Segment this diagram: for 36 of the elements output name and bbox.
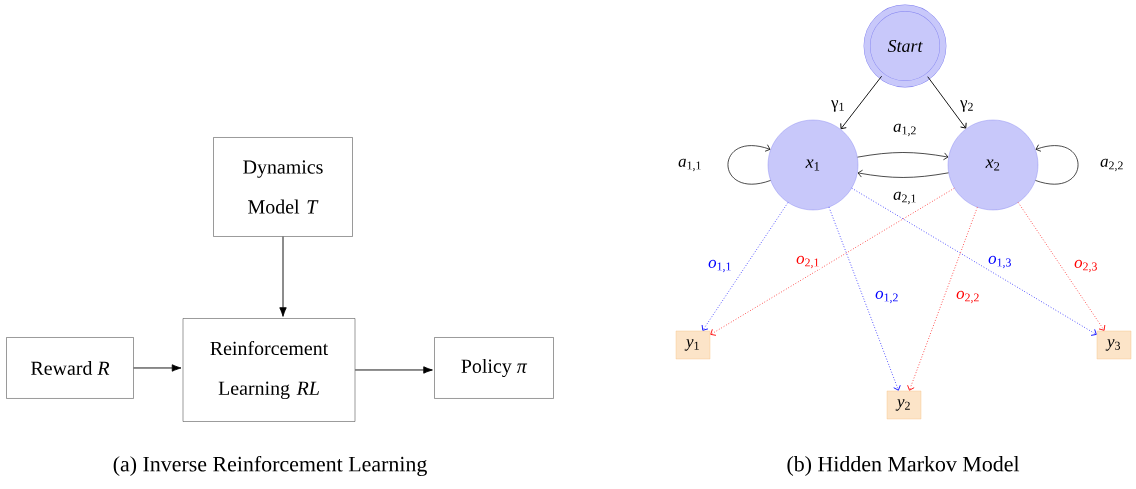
process-box: Policy π — [434, 337, 554, 399]
arrow — [279, 236, 287, 317]
edge-label: o$_{2,1}$ — [795, 254, 821, 270]
edge-label: a$_{2,1}$ — [892, 190, 918, 206]
arrow — [828, 206, 901, 391]
edge-label: a$_{1,2}$ — [892, 122, 918, 138]
arrow — [354, 366, 433, 374]
arrow — [701, 202, 789, 331]
arrow — [840, 75, 883, 130]
process-box: Reward R — [6, 337, 134, 399]
edge-label: o$_{1,2}$ — [874, 289, 900, 305]
arrow — [851, 187, 1097, 336]
arrow — [133, 364, 182, 372]
edge-label: a$_{1,1}$ — [677, 157, 703, 173]
observation-box: y$_{2}$ — [886, 390, 922, 420]
process-box: Reinforcement Learning RL — [182, 318, 356, 422]
arrow — [857, 169, 949, 178]
caption: (b) Hidden Markov Model — [787, 456, 1020, 476]
process-box: Dynamics Model T — [213, 137, 353, 237]
arrow — [857, 152, 949, 161]
observation-box: y$_{1}$ — [675, 330, 711, 360]
arrow — [1017, 202, 1106, 331]
observation-box: y$_{3}$ — [1096, 330, 1132, 360]
arrow — [907, 206, 978, 391]
edge-label: o$_{1,1}$ — [707, 258, 733, 274]
edge-label: a$_{2,2}$ — [1099, 157, 1125, 173]
edge-label: o$_{2,3}$ — [1073, 258, 1099, 274]
caption: (a) Inverse Reinforcement Learning — [113, 455, 427, 477]
edge-label: γ$_{2}$ — [959, 99, 975, 113]
arrow — [1035, 144, 1079, 185]
arrow — [927, 76, 967, 129]
edge-label: o$_{1,3}$ — [987, 254, 1013, 270]
arrow — [710, 187, 955, 336]
arrow — [727, 144, 771, 185]
edge-label: γ$_{1}$ — [830, 99, 846, 113]
edge-label: o$_{2,2}$ — [955, 289, 981, 305]
